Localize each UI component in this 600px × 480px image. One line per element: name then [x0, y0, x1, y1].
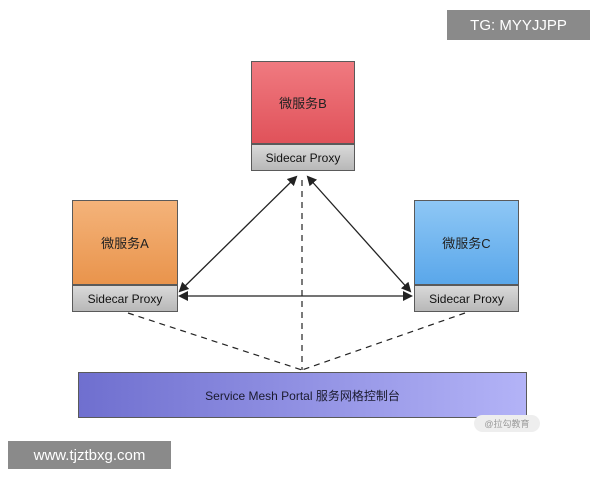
portal-label: Service Mesh Portal 服务网格控制台	[205, 388, 400, 403]
service-b-sidecar: Sidecar Proxy	[251, 144, 355, 171]
service-c-box: 微服务C	[414, 200, 519, 285]
service-a-sidecar: Sidecar Proxy	[72, 285, 178, 312]
edge-portal-a	[127, 312, 303, 371]
brand-watermark: @拉勾教育	[474, 415, 540, 432]
service-a-sidecar-label: Sidecar Proxy	[87, 291, 163, 306]
edge-b-c	[306, 175, 412, 293]
service-c-sidecar-label: Sidecar Proxy	[429, 291, 504, 306]
service-c-label: 微服务C	[442, 236, 491, 251]
service-b-label: 微服务B	[279, 96, 327, 111]
watermark-top-right: TG: MYYJJPP	[447, 10, 590, 40]
service-c-sidecar: Sidecar Proxy	[414, 285, 519, 312]
service-a-box: 微服务A	[72, 200, 178, 285]
edge-portal-c	[301, 312, 466, 371]
service-mesh-portal: Service Mesh Portal 服务网格控制台	[78, 372, 527, 418]
watermark-bottom-left: www.tjztbxg.com	[8, 441, 171, 469]
service-b-sidecar-label: Sidecar Proxy	[265, 150, 341, 165]
edge-a-b	[178, 175, 298, 293]
service-b-box: 微服务B	[251, 61, 355, 144]
service-a-label: 微服务A	[101, 236, 149, 251]
